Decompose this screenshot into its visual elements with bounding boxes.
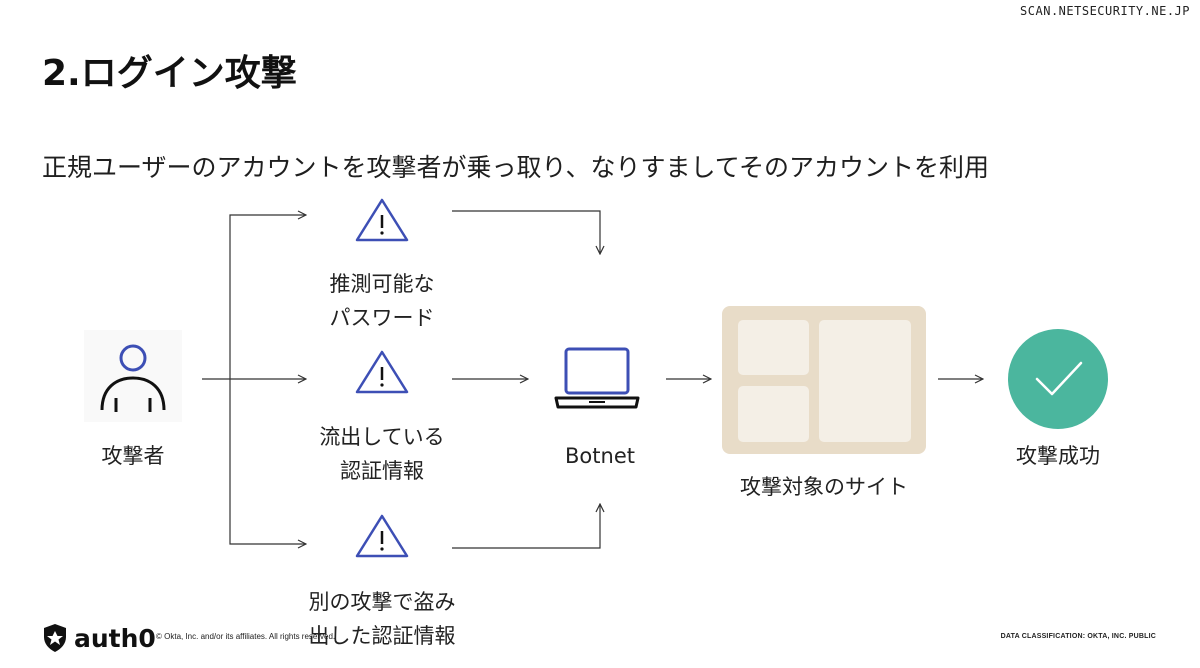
success-label: 攻撃成功 — [1016, 444, 1100, 468]
to-botnet-arrows — [452, 210, 600, 549]
target-site-label: 攻撃対象のサイト — [740, 475, 908, 499]
attacker-label: 攻撃者 — [101, 444, 165, 468]
guessable-password-label: 推測可能な パスワード — [302, 267, 462, 335]
website-icon — [722, 306, 926, 454]
watermark: SCAN.NETSECURITY.NE.JP — [1020, 4, 1190, 18]
check-circle-icon — [1008, 329, 1108, 429]
laptop-icon — [554, 347, 640, 409]
botnet-label: Botnet — [565, 444, 635, 468]
warning-icon — [355, 350, 409, 394]
data-classification: DATA CLASSIFICATION: OKTA, INC. PUBLIC — [1000, 633, 1156, 640]
warning-icon — [355, 198, 409, 242]
shield-icon — [44, 624, 66, 652]
page-title: 2.ログイン攻撃 — [42, 53, 297, 94]
stolen-credentials-label: 別の攻撃で盗み 出した認証情報 — [292, 585, 472, 653]
brand-name: auth0 — [74, 623, 156, 653]
leaked-credentials-line1: 流出している — [319, 425, 445, 449]
guessable-password-line2: パスワード — [329, 306, 435, 330]
subtitle: 正規ユーザーのアカウントを攻撃者が乗っ取り、なりすましてそのアカウントを利用 — [42, 153, 990, 182]
person-icon — [84, 330, 182, 422]
warning-icon — [355, 514, 409, 558]
auth0-logo: auth0 — [42, 620, 156, 656]
stolen-credentials-line1: 別の攻撃で盗み — [308, 590, 456, 614]
leaked-credentials-label: 流出している 認証情報 — [297, 420, 467, 488]
stolen-credentials-line2: 出した認証情報 — [308, 624, 456, 648]
copyright: © Okta, Inc. and/or its affiliates. All … — [156, 632, 336, 641]
leaked-credentials-line2: 認証情報 — [340, 459, 424, 483]
attacker-branch-arrows — [202, 215, 306, 544]
guessable-password-line1: 推測可能な — [329, 272, 435, 296]
